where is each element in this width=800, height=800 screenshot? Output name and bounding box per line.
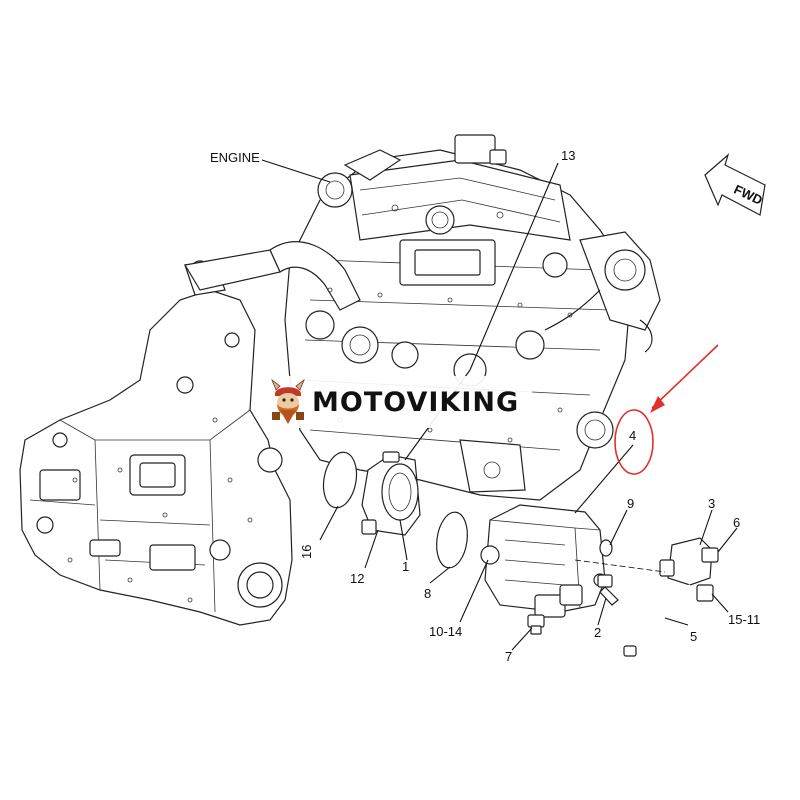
callout-10-14: 10-14 [429, 624, 462, 639]
callout-13: 13 [561, 148, 575, 163]
callout-12: 12 [350, 571, 364, 586]
highlight-annotation [614, 344, 719, 475]
sensor-7 [527, 614, 545, 635]
callout-6: 6 [733, 515, 740, 530]
viking-mascot-icon [271, 378, 305, 424]
callout-1: 1 [402, 559, 409, 574]
callout-15-11: 15-11 [728, 612, 760, 627]
watermark-banner: MOTOVIKING [262, 376, 532, 428]
callout-2: 2 [594, 625, 601, 640]
adapter-housing-1 [361, 451, 421, 536]
callout-9: 9 [627, 496, 634, 511]
callout-8: 8 [424, 586, 431, 601]
callout-16: 16 [299, 545, 314, 559]
callout-4: 4 [629, 428, 636, 443]
fitting-2 [597, 574, 619, 606]
valve-block-3 [659, 537, 719, 602]
transmission-housing [19, 260, 293, 626]
o-ring-16 [322, 451, 358, 509]
forward-arrow-icon: FWD [704, 153, 766, 216]
tube-5 [623, 584, 691, 657]
callout-5: 5 [690, 629, 697, 644]
o-ring-8 [436, 511, 468, 569]
callout-7: 7 [505, 649, 512, 664]
watermark-text: MOTOVIKING [312, 386, 520, 418]
seal-9 [599, 539, 613, 557]
callout-3: 3 [708, 496, 715, 511]
leader-lines [261, 159, 738, 651]
callout-engine: ENGINE [210, 150, 260, 165]
hydraulic-pump-4 [480, 504, 607, 618]
